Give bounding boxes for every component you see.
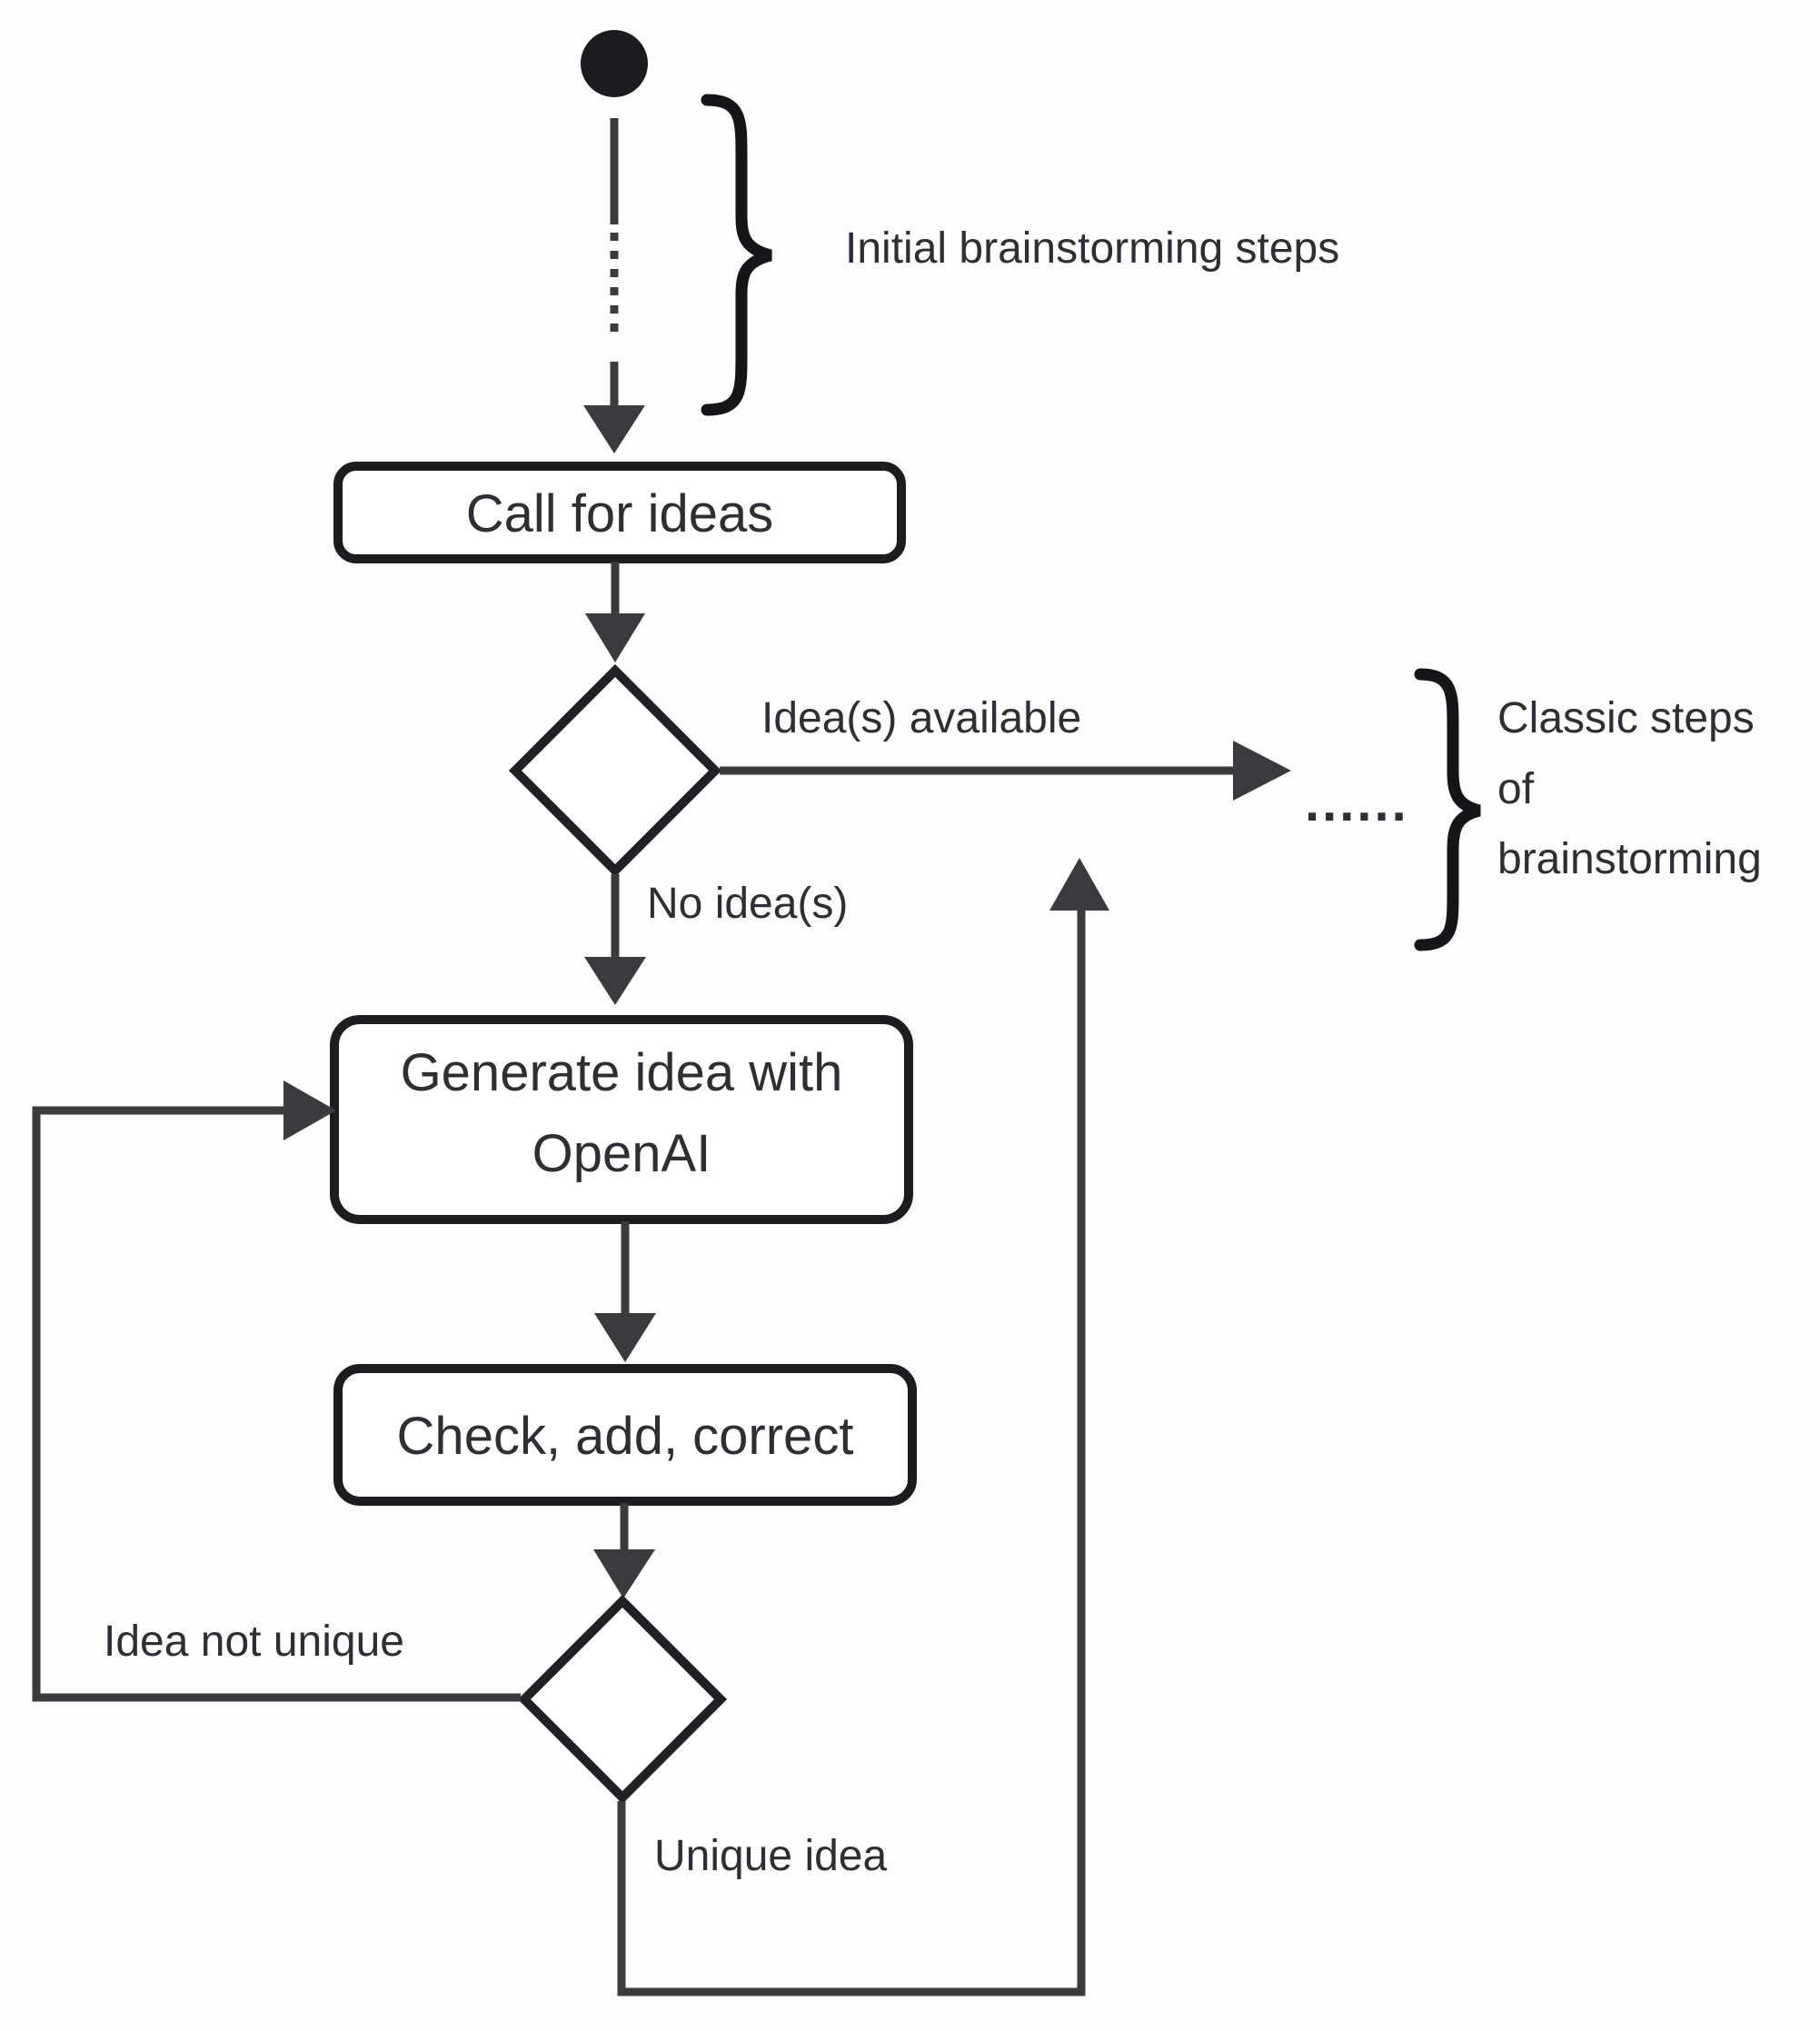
edge-call-to-decision1 xyxy=(585,562,645,662)
annotation-classic-steps-line3: brainstorming xyxy=(1497,835,1762,883)
edge-label-ideas-available: Idea(s) available xyxy=(761,694,1081,742)
edge-label-unique-idea: Unique idea xyxy=(654,1832,888,1880)
edge-decision1-to-generate xyxy=(584,874,646,1005)
decision-unique-idea-diamond xyxy=(517,1594,728,1805)
edge-decision1-to-classic xyxy=(720,741,1291,801)
arrowhead-down-icon xyxy=(594,1313,656,1362)
edge-line xyxy=(617,909,1086,1996)
edge-decision2-loop-to-generate xyxy=(32,1080,521,1702)
arrowhead-down-icon xyxy=(583,405,645,453)
arrowhead-down-icon xyxy=(585,613,645,662)
node-check-add-correct xyxy=(333,1364,917,1506)
annotation-classic-steps-line1: Classic steps xyxy=(1497,694,1755,742)
arrowhead-up-icon xyxy=(1049,858,1109,911)
start-node-icon xyxy=(581,30,648,97)
ellipsis-dots: ...... xyxy=(1305,773,1409,832)
annotation-classic-steps-line2: of xyxy=(1497,765,1535,813)
node-check-add-correct-label: Check, add, correct xyxy=(397,1407,854,1466)
edge-line xyxy=(32,1106,521,1702)
node-generate-idea xyxy=(330,1015,913,1224)
node-call-for-ideas-label: Call for ideas xyxy=(466,484,773,543)
edge-decision2-to-classic xyxy=(617,858,1109,1996)
edge-label-idea-not-unique: Idea not unique xyxy=(104,1618,404,1666)
annotation-classic-steps: Classic steps of brainstorming xyxy=(1497,694,1762,883)
edge-check-to-decision2 xyxy=(593,1503,655,1598)
node-generate-idea-label-line1: Generate idea with xyxy=(401,1043,843,1102)
right-curly-brace-icon xyxy=(1414,668,1481,951)
arrowhead-right-icon xyxy=(1233,741,1291,801)
node-call-for-ideas xyxy=(333,462,906,563)
annotation-initial-steps: Initial brainstorming steps xyxy=(845,224,1339,273)
arrowhead-down-icon xyxy=(593,1549,655,1598)
right-curly-brace-icon xyxy=(701,94,772,416)
decision-ideas-available-diamond xyxy=(508,663,722,878)
edge-start-to-call xyxy=(583,118,645,453)
arrowhead-right-icon xyxy=(283,1080,336,1140)
edge-generate-to-check xyxy=(594,1221,656,1362)
node-generate-idea-label-line2: OpenAI xyxy=(532,1124,711,1183)
edge-label-no-ideas: No idea(s) xyxy=(647,880,848,928)
arrowhead-down-icon xyxy=(584,957,646,1005)
